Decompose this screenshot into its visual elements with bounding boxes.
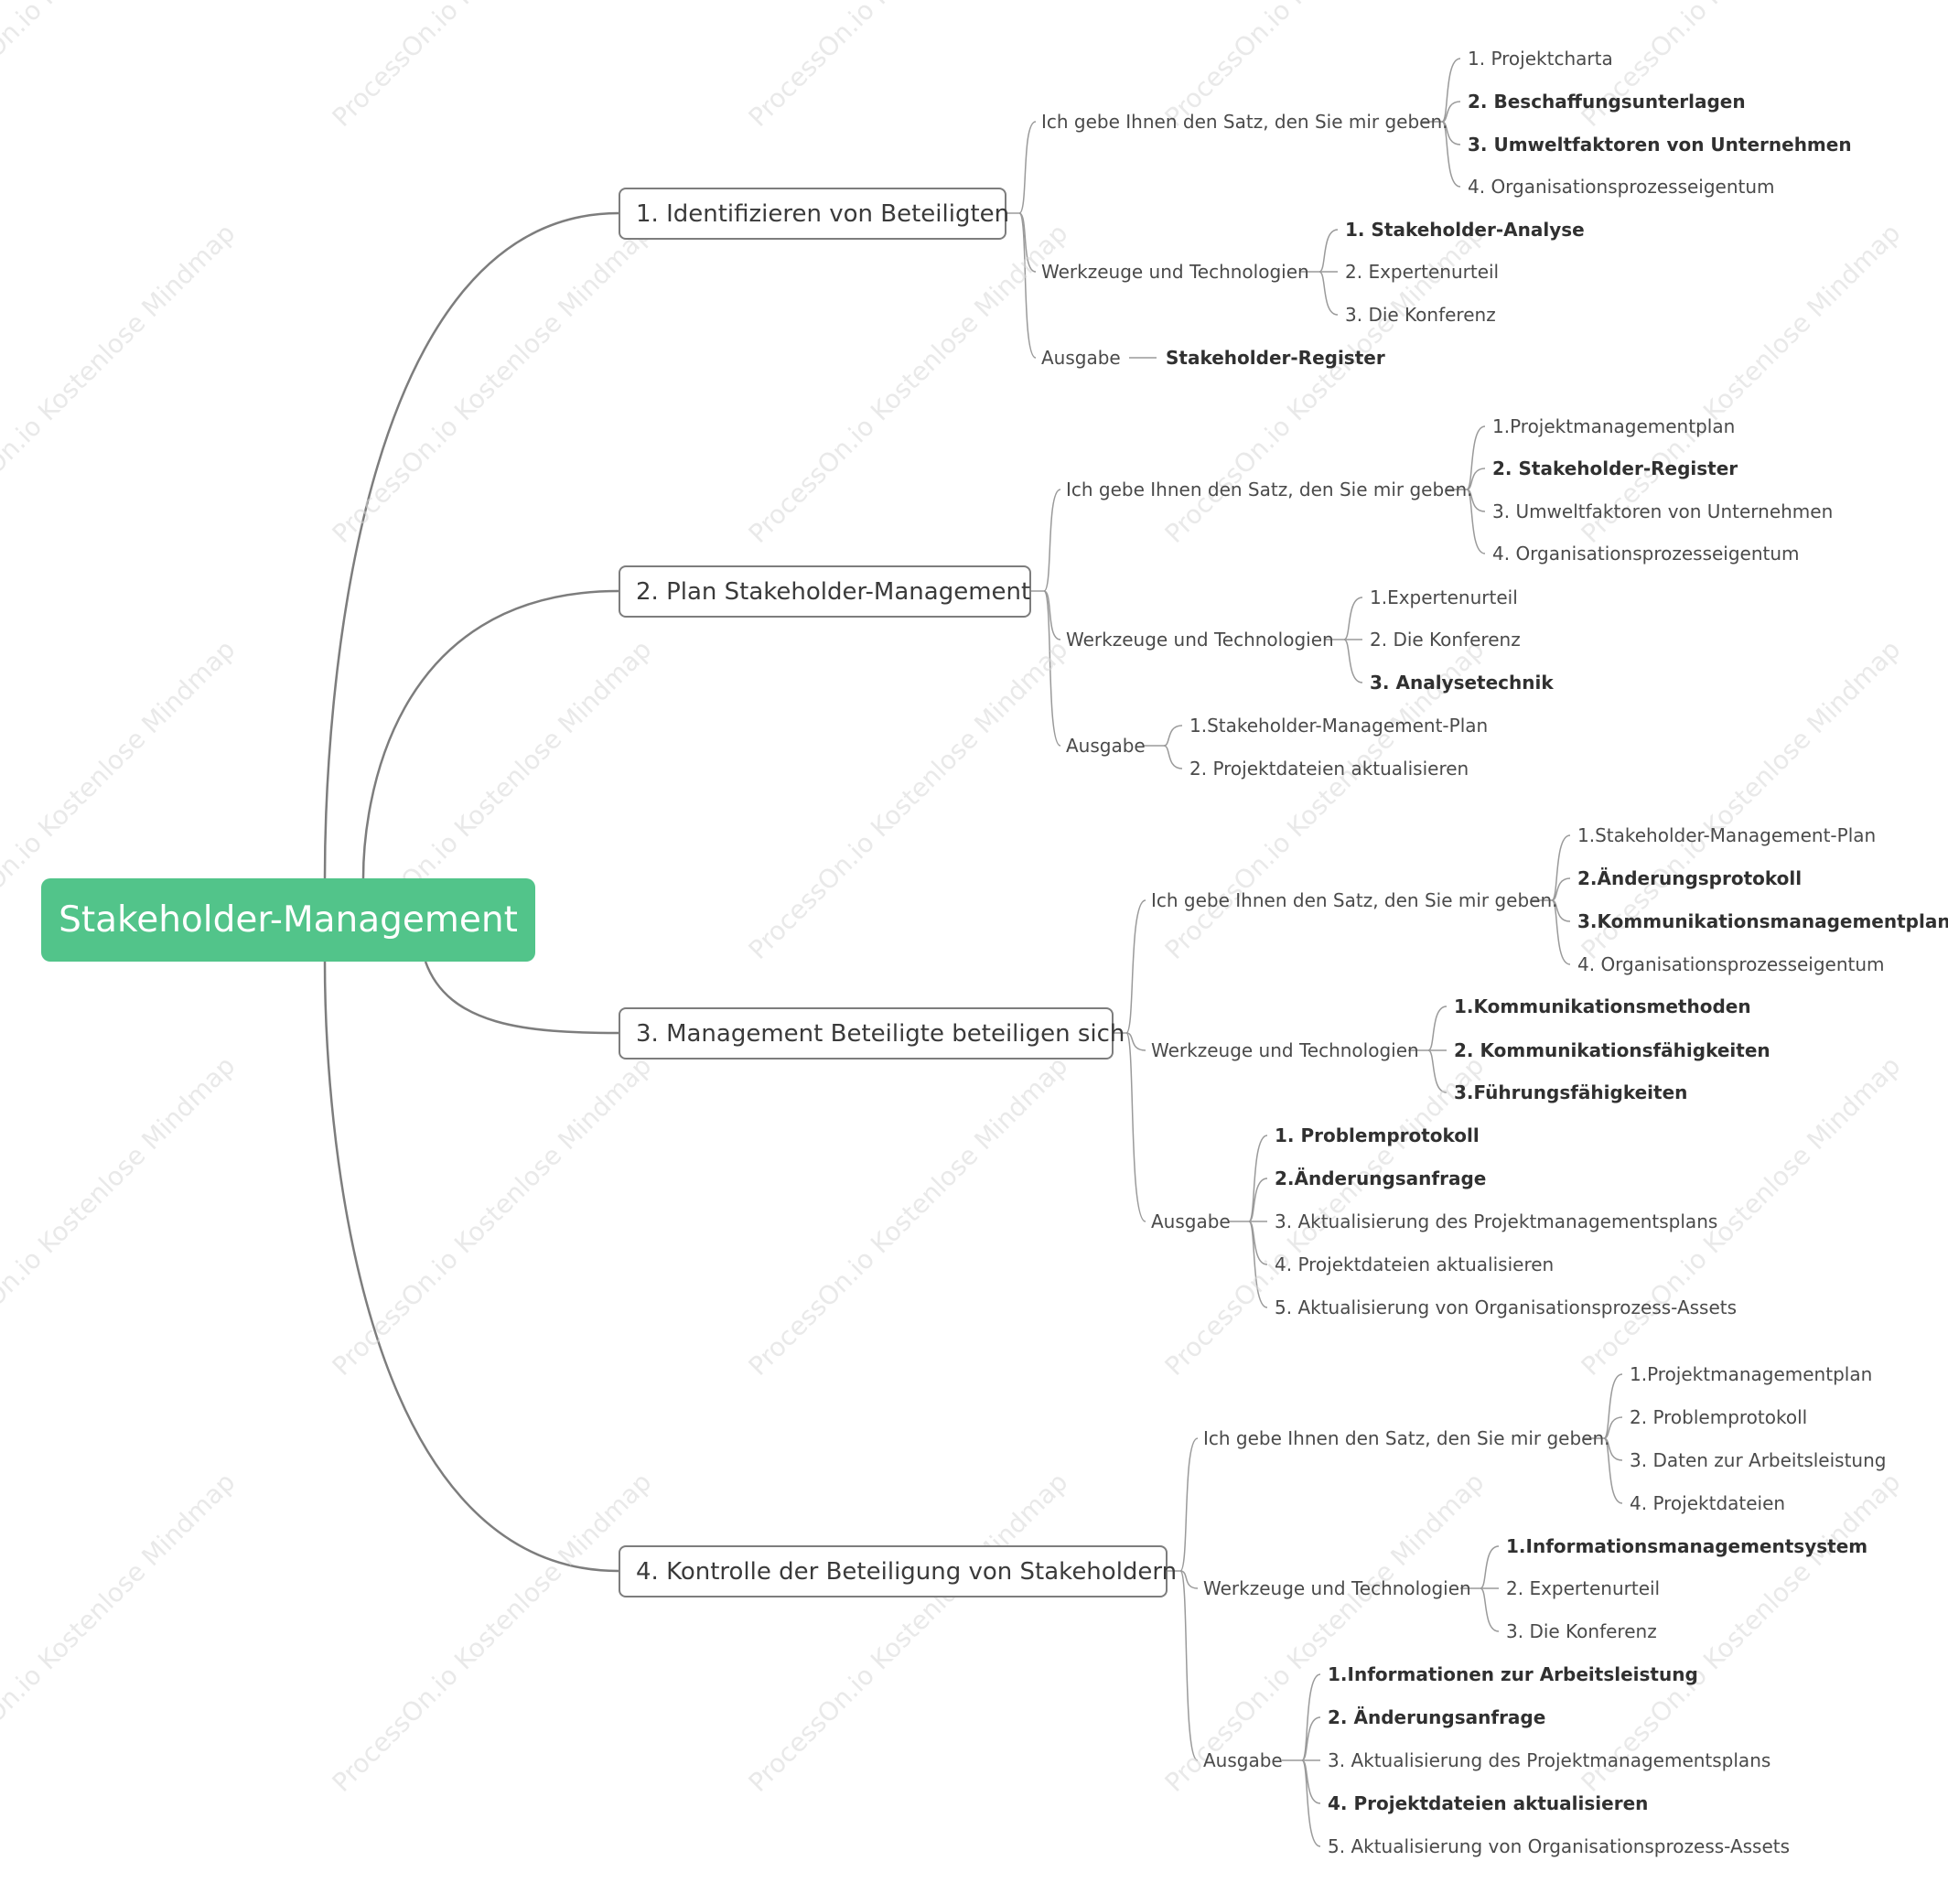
item-connector: [1551, 877, 1571, 901]
group-label[interactable]: Werkzeuge und Technologien: [1151, 1039, 1419, 1061]
item-connector: [1441, 101, 1461, 123]
group-label[interactable]: Ausgabe: [1066, 735, 1146, 757]
leaf-item[interactable]: Stakeholder-Register: [1166, 347, 1385, 369]
item-connector: [1301, 1759, 1321, 1847]
leaf-item[interactable]: 1.Projektmanagementplan: [1630, 1363, 1873, 1385]
leaf-item[interactable]: 4. Organisationsprozesseigentum: [1468, 176, 1775, 198]
group-label[interactable]: Werkzeuge und Technologien: [1041, 261, 1309, 283]
item-connector: [1603, 1416, 1623, 1439]
leaf-item[interactable]: 1.Expertenurteil: [1370, 586, 1518, 608]
leaf-item[interactable]: 1. Projektcharta: [1468, 48, 1613, 70]
root-node[interactable]: Stakeholder-Management: [41, 878, 535, 962]
group-label[interactable]: Werkzeuge und Technologien: [1203, 1577, 1471, 1599]
leaf-item[interactable]: 3. Analysetechnik: [1370, 672, 1554, 694]
item-connector: [1480, 1587, 1500, 1632]
group-label[interactable]: Ich gebe Ihnen den Satz, den Sie mir geb…: [1203, 1427, 1610, 1449]
leaf-item[interactable]: 3. Die Konferenz: [1506, 1620, 1657, 1642]
group-connector: [1018, 121, 1037, 214]
item-connector: [1466, 489, 1486, 554]
group-label[interactable]: Ich gebe Ihnen den Satz, den Sie mir geb…: [1041, 111, 1448, 133]
leaf-item[interactable]: 3. Aktualisierung des Projektmanagements…: [1328, 1749, 1771, 1771]
leaf-item[interactable]: 1.Projektmanagementplan: [1492, 415, 1736, 437]
item-connector: [1248, 1221, 1268, 1308]
leaf-item[interactable]: 3. Aktualisierung des Projektmanagements…: [1275, 1210, 1718, 1232]
leaf-item[interactable]: 4. Projektdateien aktualisieren: [1275, 1253, 1555, 1275]
item-connector: [1466, 468, 1486, 490]
group-connector: [1179, 1570, 1199, 1589]
leaf-item[interactable]: 2. Stakeholder-Register: [1492, 457, 1738, 479]
item-connector: [1301, 1716, 1321, 1761]
item-connector: [1163, 725, 1183, 747]
branch-node-manage[interactable]: 3. Management Beteiligte beteiligen sich: [619, 1007, 1125, 1060]
branch-connector: [361, 589, 619, 879]
group-label[interactable]: Ausgabe: [1203, 1749, 1283, 1771]
item-connector: [1248, 1178, 1268, 1222]
leaf-item[interactable]: 2. Kommunikationsfähigkeiten: [1454, 1039, 1770, 1061]
branch-node-identify[interactable]: 1. Identifizieren von Beteiligten: [619, 188, 1009, 240]
leaf-item[interactable]: 1. Stakeholder-Analyse: [1345, 219, 1585, 241]
group-connector: [1043, 590, 1061, 747]
group-label[interactable]: Ausgabe: [1041, 347, 1121, 369]
group-label[interactable]: Werkzeuge und Technologien: [1066, 629, 1334, 651]
leaf-item[interactable]: 2. Problemprotokoll: [1630, 1406, 1808, 1428]
item-connector: [1480, 1545, 1500, 1589]
leaf-item[interactable]: 2.Änderungsanfrage: [1275, 1167, 1487, 1189]
leaf-item[interactable]: 1.Kommunikationsmethoden: [1454, 995, 1751, 1017]
leaf-item[interactable]: 2. Beschaffungsunterlagen: [1468, 91, 1746, 113]
branch-connector: [323, 211, 619, 879]
leaf-item[interactable]: 2. Expertenurteil: [1345, 261, 1500, 283]
item-connector: [1427, 1006, 1448, 1051]
group-label[interactable]: Ausgabe: [1151, 1210, 1231, 1232]
leaf-item[interactable]: 2. Die Konferenz: [1370, 629, 1521, 651]
branch-node-control[interactable]: 4. Kontrolle der Beteiligung von Stakeho…: [619, 1545, 1177, 1597]
leaf-item[interactable]: 2. Expertenurteil: [1506, 1577, 1661, 1599]
branch-connector: [323, 961, 619, 1573]
item-connector: [1551, 899, 1571, 965]
leaf-item[interactable]: 3.Führungsfähigkeiten: [1454, 1081, 1688, 1103]
item-connector: [1441, 121, 1461, 188]
item-connector: [1427, 1049, 1448, 1093]
item-connector: [1441, 58, 1461, 123]
leaf-item[interactable]: 1.Stakeholder-Management-Plan: [1189, 715, 1489, 737]
leaf-item[interactable]: 3. Umweltfaktoren von Unternehmen: [1468, 134, 1852, 156]
group-connector: [1125, 899, 1146, 1034]
leaf-item[interactable]: 2.Änderungsprotokoll: [1577, 867, 1803, 889]
leaf-item[interactable]: 1.Informationen zur Arbeitsleistung: [1328, 1663, 1698, 1685]
leaf-item[interactable]: 2. Änderungsanfrage: [1328, 1706, 1546, 1728]
leaf-item[interactable]: 3. Umweltfaktoren von Unternehmen: [1492, 500, 1834, 522]
group-label[interactable]: Ich gebe Ihnen den Satz, den Sie mir geb…: [1066, 479, 1473, 500]
leaf-item[interactable]: 5. Aktualisierung von Organisationsproze…: [1275, 1296, 1738, 1318]
leaf-item[interactable]: 2. Projektdateien aktualisieren: [1189, 758, 1469, 780]
item-connector: [1163, 745, 1183, 769]
group-connector: [1018, 212, 1037, 273]
item-connector: [1318, 229, 1339, 273]
group-connector: [1043, 489, 1061, 592]
item-connector: [1343, 597, 1363, 640]
group-connector: [1125, 1032, 1146, 1222]
branch-connector: [424, 961, 619, 1035]
leaf-item[interactable]: 4. Organisationsprozesseigentum: [1577, 953, 1885, 975]
group-connector: [1179, 1437, 1199, 1572]
leaf-item[interactable]: 1.Informationsmanagementsystem: [1506, 1535, 1868, 1557]
item-connector: [1343, 639, 1363, 683]
group-label[interactable]: Ich gebe Ihnen den Satz, den Sie mir geb…: [1151, 889, 1558, 911]
leaf-item[interactable]: 3. Daten zur Arbeitsleistung: [1630, 1449, 1887, 1471]
item-connector: [1318, 271, 1339, 316]
leaf-item[interactable]: 1. Problemprotokoll: [1275, 1124, 1480, 1146]
group-connector: [1018, 212, 1037, 359]
item-connector: [1603, 1437, 1623, 1504]
leaf-item[interactable]: 4. Organisationsprozesseigentum: [1492, 543, 1800, 565]
leaf-item[interactable]: 3. Die Konferenz: [1345, 304, 1496, 326]
leaf-item[interactable]: 5. Aktualisierung von Organisationsproze…: [1328, 1835, 1791, 1857]
leaf-item[interactable]: 3.Kommunikationsmanagementplan: [1577, 910, 1948, 932]
leaf-item[interactable]: 4. Projektdateien aktualisieren: [1328, 1792, 1649, 1814]
group-connector: [1125, 1032, 1146, 1051]
group-connector: [1043, 590, 1061, 640]
leaf-item[interactable]: 4. Projektdateien: [1630, 1492, 1786, 1514]
leaf-item[interactable]: 1.Stakeholder-Management-Plan: [1577, 824, 1877, 846]
branch-node-plan[interactable]: 2. Plan Stakeholder-Management: [619, 565, 1031, 618]
group-connector: [1179, 1570, 1199, 1761]
